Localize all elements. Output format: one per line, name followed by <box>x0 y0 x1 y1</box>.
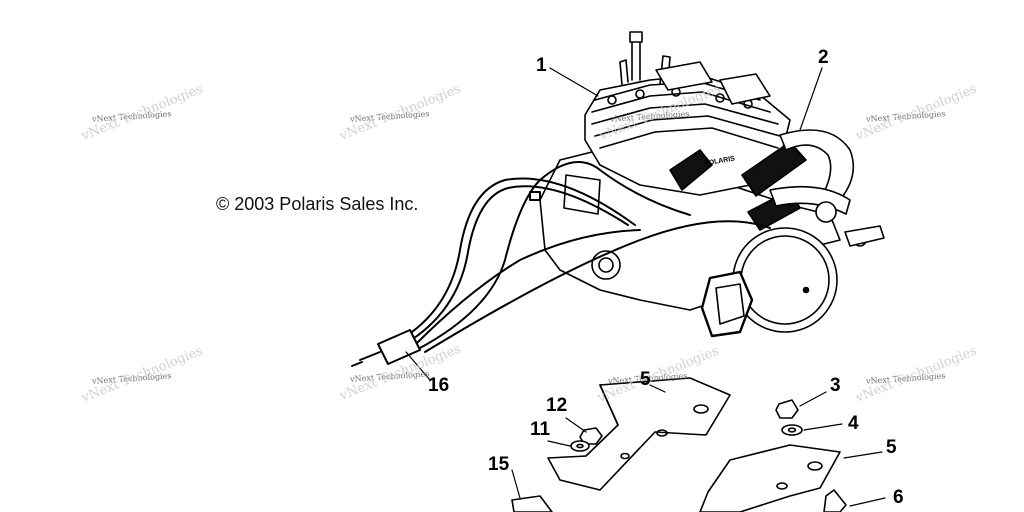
callout-6: 6 <box>893 487 904 508</box>
callout-12: 12 <box>546 395 568 416</box>
callout-5: 5 <box>640 369 651 390</box>
part-15 <box>511 495 553 512</box>
callout-11: 11 <box>530 419 551 440</box>
wiring-harness <box>351 161 771 367</box>
washer-4 <box>781 424 803 436</box>
part-6 <box>823 489 847 512</box>
callout-5: 5 <box>886 437 897 458</box>
callout-4: 4 <box>848 413 859 434</box>
callout-15: 15 <box>488 454 510 475</box>
washer-11 <box>570 440 590 452</box>
copyright-text: © 2003 Polaris Sales Inc. <box>216 194 419 214</box>
engine-assembly <box>539 31 885 338</box>
callout-16: 16 <box>428 375 450 396</box>
mount-bracket-right <box>699 444 841 512</box>
mount-bracket-left <box>547 377 731 491</box>
callout-3: 3 <box>830 375 841 396</box>
callout-2: 2 <box>818 47 829 68</box>
callout-1: 1 <box>536 55 547 76</box>
leader-lines <box>405 67 886 507</box>
nut-3 <box>775 399 799 419</box>
